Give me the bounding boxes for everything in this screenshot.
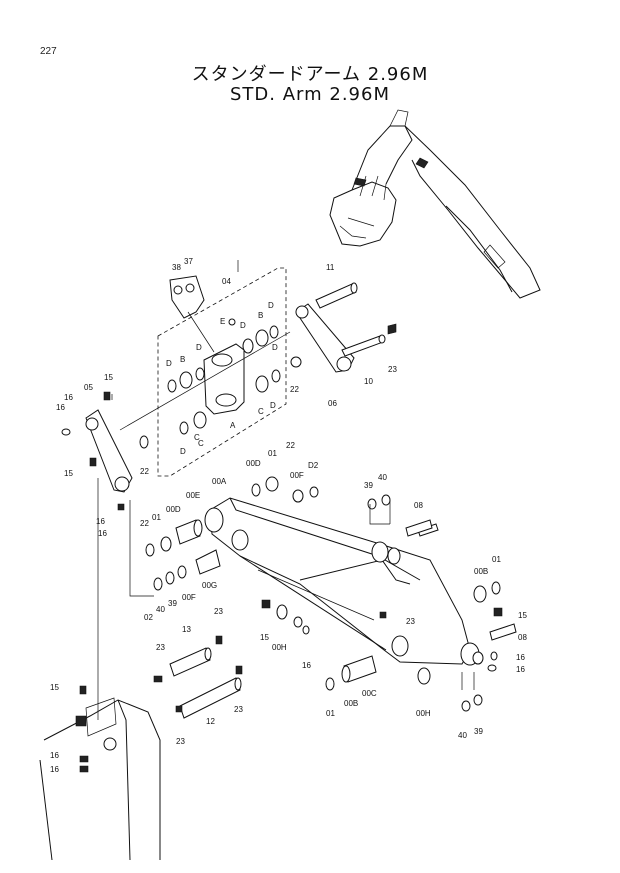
label-40-a: 40	[378, 473, 387, 482]
arm-body	[204, 497, 484, 666]
label-16-i: 16	[50, 765, 59, 774]
label-39-c: 39	[474, 727, 483, 736]
label-d2: D2	[308, 461, 319, 470]
label-04: 04	[222, 277, 231, 286]
label-16-h: 16	[50, 751, 59, 760]
label-00d-a: 00D	[246, 459, 261, 468]
label-d-6: D	[270, 401, 276, 410]
label-15-a: 15	[104, 373, 113, 382]
label-00g: 00G	[202, 581, 217, 590]
label-23-d: 23	[406, 617, 415, 626]
label-39-b: 39	[168, 599, 177, 608]
label-00e: 00E	[186, 491, 200, 500]
label-38: 38	[172, 263, 181, 272]
label-d-7: D	[180, 447, 186, 456]
label-00f-b: 00F	[182, 593, 196, 602]
label-22-c: 22	[286, 441, 295, 450]
link-assembly-box	[119, 267, 291, 477]
boom-bracket	[39, 685, 161, 861]
label-37: 37	[184, 257, 193, 266]
label-00c: 00C	[362, 689, 377, 698]
label-00h-a: 00H	[272, 643, 287, 652]
label-16-b: 16	[56, 403, 65, 412]
lower-pins	[153, 599, 431, 719]
label-00a: 00A	[212, 477, 227, 486]
label-22-b: 22	[140, 467, 149, 476]
label-a: A	[230, 421, 236, 430]
label-23-b: 23	[214, 607, 223, 616]
label-00f-a: 00F	[290, 471, 304, 480]
label-c-3: C	[194, 433, 200, 442]
label-16-c: 16	[96, 517, 105, 526]
link-06-and-pins	[290, 282, 397, 373]
label-08-a: 08	[414, 501, 423, 510]
label-b-1: B	[258, 311, 263, 320]
page-title-english: STD. Arm 2.96M	[230, 84, 390, 105]
label-08-b: 08	[518, 633, 527, 642]
label-16-e: 16	[302, 661, 311, 670]
label-00b-b: 00B	[344, 699, 358, 708]
label-06: 06	[328, 399, 337, 408]
label-15-c: 15	[260, 633, 269, 642]
label-01-a: 01	[268, 449, 277, 458]
label-16-a: 16	[64, 393, 73, 402]
label-01-b: 01	[152, 513, 161, 522]
label-15-e: 15	[50, 683, 59, 692]
label-13: 13	[182, 625, 191, 634]
label-00d-b: 00D	[166, 505, 181, 514]
excavator-illustration	[329, 109, 541, 299]
label-11: 11	[326, 263, 335, 272]
label-15-b: 15	[64, 469, 73, 478]
part-labels: 38 37 04 11 E D B D D B D D D C C A D C …	[50, 257, 527, 774]
label-d-3: D	[196, 343, 202, 352]
right-side-parts	[379, 519, 517, 712]
label-d-1: D	[240, 321, 246, 330]
label-00b-a: 00B	[474, 567, 488, 576]
label-40-c: 40	[458, 731, 467, 740]
label-05: 05	[84, 383, 93, 392]
page-title-japanese: スタンダードアーム 2.96M	[191, 64, 429, 85]
label-01-d: 01	[326, 709, 335, 718]
label-16-d: 16	[98, 529, 107, 538]
label-23-a: 23	[388, 365, 397, 374]
label-d-2: D	[268, 301, 274, 310]
label-15-d: 15	[518, 611, 527, 620]
label-39-a: 39	[364, 481, 373, 490]
label-16-f: 16	[516, 653, 525, 662]
label-c-1: C	[258, 407, 264, 416]
label-22-d: 22	[140, 519, 149, 528]
label-22-a: 22	[290, 385, 299, 394]
label-16-g: 16	[516, 665, 525, 674]
label-00h-b: 00H	[416, 709, 431, 718]
label-b-2: B	[180, 355, 185, 364]
page-number: 227	[40, 46, 57, 57]
label-10: 10	[364, 377, 373, 386]
label-40-b: 40	[156, 605, 165, 614]
label-23-e: 23	[234, 705, 243, 714]
label-c-2: C	[198, 439, 204, 448]
label-12: 12	[206, 717, 215, 726]
label-23-c: 23	[156, 643, 165, 652]
label-01-c: 01	[492, 555, 501, 564]
arm-top-bushings	[145, 476, 391, 591]
label-23-f: 23	[176, 737, 185, 746]
link-05-assembly	[61, 391, 149, 511]
label-d-4: D	[166, 359, 172, 368]
label-e: E	[220, 317, 225, 326]
label-02: 02	[144, 613, 153, 622]
label-d-5: D	[272, 343, 278, 352]
leader-lines	[97, 260, 475, 720]
